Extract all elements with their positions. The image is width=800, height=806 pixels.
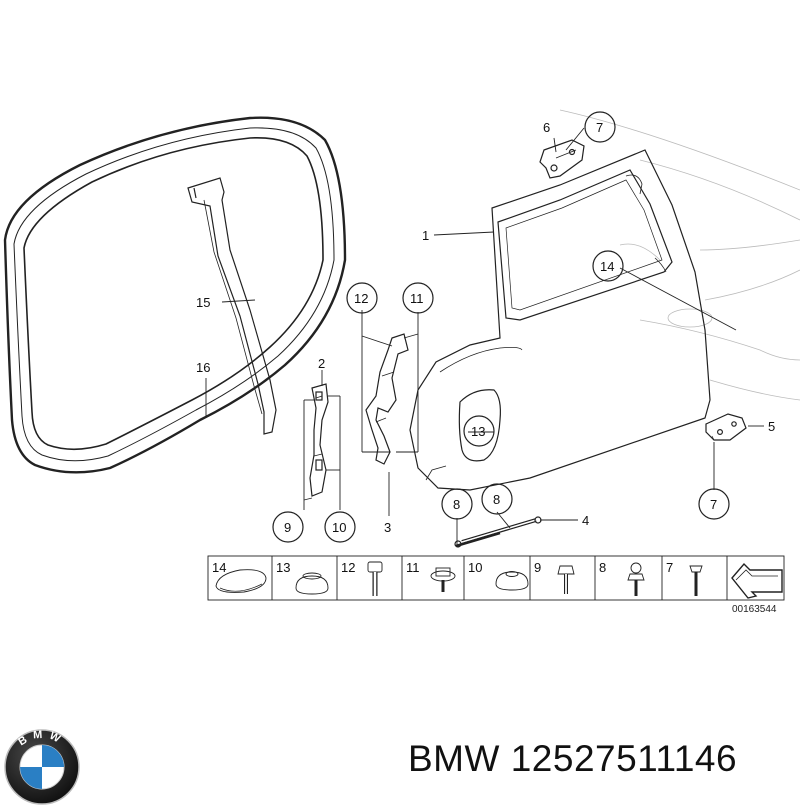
callout-16: 16 [196, 360, 210, 375]
callout-11-circle [402, 282, 434, 314]
strip-label: 11 [406, 560, 420, 575]
callout-10-circle [324, 511, 356, 543]
callout-6: 6 [543, 120, 550, 135]
strip-label: 8 [599, 560, 606, 575]
callout-13-circle [463, 415, 495, 447]
strip-label: 7 [666, 560, 673, 575]
callout-5: 5 [768, 419, 775, 434]
callout-2: 2 [318, 356, 325, 371]
strip-label: 14 [212, 560, 226, 575]
callout-14: 14 [600, 259, 614, 274]
gas-strut-part-4 [454, 516, 542, 548]
callout-7-bottom: 7 [710, 497, 717, 512]
caption-part-number: 12527511146 [510, 738, 738, 779]
frame-strip-part-15 [187, 177, 277, 435]
strip-labels: 14 13 12 11 10 9 8 7 [212, 560, 673, 575]
reference-code: 00163544 [732, 604, 777, 615]
caption-brand: BMW [408, 738, 500, 779]
callout-7-top-circle [584, 111, 616, 143]
callout-8b-circle [481, 483, 513, 515]
callout-13: 13 [471, 424, 485, 439]
bracket-part-3 [365, 333, 409, 465]
callout-9: 9 [284, 520, 291, 535]
callout-8a-circle [441, 488, 473, 520]
parts-diagram: 1 2 3 4 5 6 7 7 8 8 9 10 11 12 13 14 15 … [3, 109, 800, 615]
callout-8b: 8 [493, 492, 500, 507]
callout-15: 15 [196, 295, 210, 310]
rear-door-part-1 [409, 149, 711, 491]
strip-label: 10 [468, 560, 482, 575]
callout-4: 4 [582, 513, 589, 528]
callout-11: 11 [410, 291, 424, 306]
strip-label: 9 [534, 560, 541, 575]
door-seal-part-16 [3, 116, 347, 474]
callout-7-bottom-circle [698, 488, 730, 520]
bracket-part-5 [705, 413, 747, 441]
bmw-logo-icon: BMW [4, 729, 80, 805]
callout-1: 1 [422, 228, 429, 243]
strip-label: 12 [341, 560, 355, 575]
fastener-strip [207, 555, 785, 601]
callout-3: 3 [384, 520, 391, 535]
callout-10: 10 [332, 520, 346, 535]
callout-8a: 8 [453, 497, 460, 512]
strip-label: 13 [276, 560, 290, 575]
callout-labels: 1 2 3 4 5 6 7 7 8 8 9 10 11 12 13 14 15 … [196, 120, 775, 535]
callout-12: 12 [354, 291, 368, 306]
callout-12-circle [346, 282, 378, 314]
callout-14-circle [592, 250, 624, 282]
callout-7-top: 7 [596, 120, 603, 135]
body-outline [559, 109, 800, 401]
leader-lines [205, 127, 764, 545]
part-number-caption: BMW 12527511146 [408, 738, 737, 780]
hinge-part-2 [309, 383, 329, 497]
callout-9-circle [272, 511, 304, 543]
hinge-part-6 [539, 139, 585, 179]
callout-circles [272, 111, 730, 543]
